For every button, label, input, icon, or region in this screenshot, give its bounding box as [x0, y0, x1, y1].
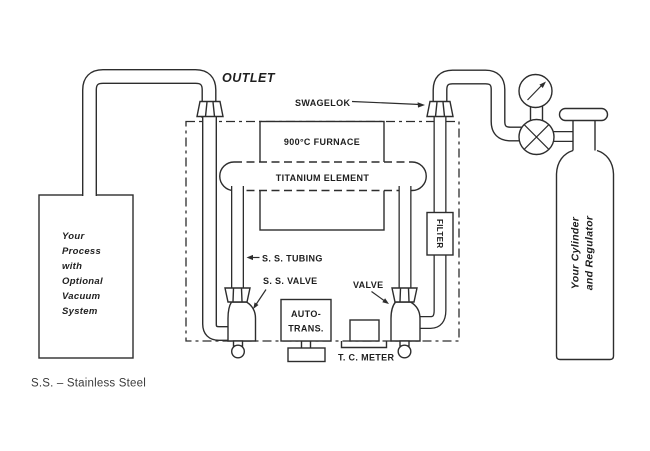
ss-valve-left: [224, 287, 257, 359]
titanium-element-capsule: [219, 161, 427, 192]
gas-cylinder: Your Cylinder and Regulator: [555, 107, 615, 361]
element-down-tubes: [231, 186, 412, 293]
swagelok-arrow-line: [351, 100, 421, 106]
cylinder-label-line1: Your Cylinder: [570, 216, 582, 289]
process-box-text: Your Process with Optional Vacuum System: [62, 231, 103, 317]
filter-label: FILTER: [435, 219, 444, 249]
process-line-2: Process: [62, 246, 101, 257]
ss-tubing-arrowhead: [246, 254, 253, 261]
pressure-gauge: [518, 73, 553, 123]
valve-callout: VALVE: [353, 280, 389, 304]
gauge-needle-arrowhead: [539, 81, 546, 88]
legend-stainless-steel: S.S. – Stainless Steel: [31, 378, 146, 390]
filter-box: FILTER: [426, 211, 454, 256]
swagelok-arrowhead: [417, 102, 425, 108]
tc-meter-label: T. C. METER: [338, 353, 395, 363]
swagelok-callout: SWAGELOK: [295, 98, 425, 108]
ss-valve-arrow-line: [255, 289, 267, 305]
cylinder-label-line2: and Regulator: [584, 215, 596, 290]
auto-trans-label-line1: AUTO-: [291, 309, 321, 319]
valve-label: VALVE: [353, 280, 383, 290]
process-line-6: System: [62, 306, 98, 317]
left-return-tube: [202, 112, 233, 341]
ss-valve-arrowhead: [253, 302, 259, 309]
process-line-3: with: [62, 261, 82, 272]
auto-transformer: AUTO- TRANS.: [280, 298, 332, 363]
ss-valve-callout: S. S. VALVE: [253, 276, 317, 309]
outlet-pipe: [82, 69, 217, 196]
filter-tube: [416, 112, 447, 329]
process-line-4: Optional: [62, 276, 103, 287]
swagelok-label: SWAGELOK: [295, 98, 350, 108]
swagelok-fitting-right: [426, 100, 454, 118]
swagelok-fitting-left: [196, 100, 224, 118]
valve-arrow-line: [371, 291, 385, 301]
process-line-5: Vacuum: [62, 291, 101, 302]
regulator-valve-icon: [518, 118, 555, 156]
valve-arrowhead: [382, 298, 389, 304]
ss-valve-label: S. S. VALVE: [263, 276, 318, 286]
process-line-1: Your: [62, 231, 85, 242]
titanium-element-label: TITANIUM ELEMENT: [276, 173, 370, 183]
inlet-s-pipe: [432, 69, 522, 142]
ss-tubing-callout: S. S. TUBING: [246, 254, 323, 264]
valve-right: [390, 287, 421, 359]
tc-meter: T. C. METER: [338, 319, 395, 363]
auto-trans-label-line2: TRANS.: [288, 324, 324, 334]
outlet-label: OUTLET: [222, 71, 276, 85]
furnace-label: 900°C FURNACE: [284, 137, 360, 147]
process-box: [38, 194, 134, 359]
ss-tubing-label: S. S. TUBING: [262, 254, 323, 264]
